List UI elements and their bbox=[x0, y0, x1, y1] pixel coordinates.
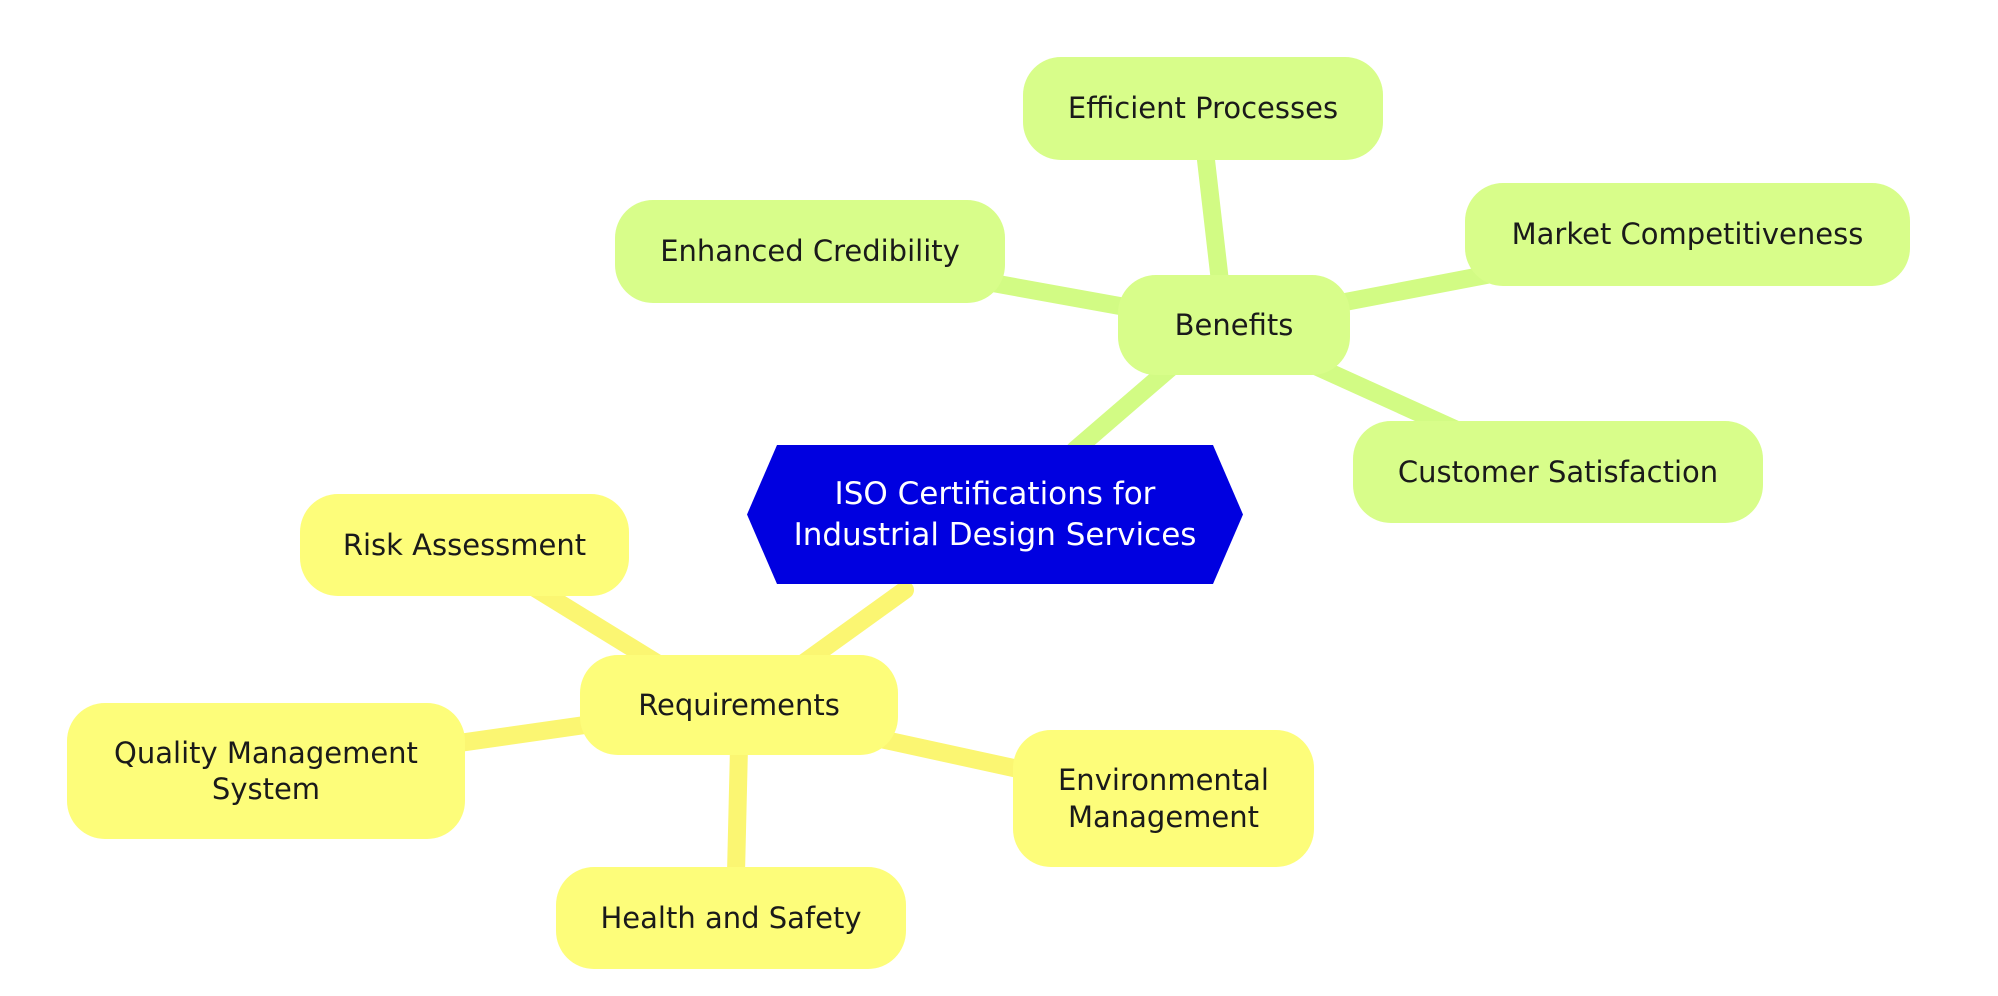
risk-assessment-label: Risk Assessment bbox=[342, 527, 587, 562]
market-competitiveness-node: Market Competitiveness bbox=[1465, 183, 1910, 286]
environmental-management-node: Environmental Management bbox=[1013, 730, 1314, 867]
hexagon-shape bbox=[747, 445, 1243, 584]
hexagon-fill bbox=[747, 445, 1243, 584]
efficient-processes-label: Efficient Processes bbox=[1067, 91, 1339, 126]
customer-satisfaction-label: Customer Satisfaction bbox=[1397, 454, 1719, 489]
environmental-management-label: Environmental Management bbox=[1057, 763, 1269, 834]
benefits-label: Benefits bbox=[1174, 307, 1294, 342]
health-and-safety-node: Health and Safety bbox=[556, 867, 906, 969]
efficient-processes-node: Efficient Processes bbox=[1023, 57, 1383, 160]
health-and-safety-label: Health and Safety bbox=[600, 900, 862, 935]
customer-satisfaction-node: Customer Satisfaction bbox=[1353, 421, 1763, 523]
enhanced-credibility-label: Enhanced Credibility bbox=[660, 234, 960, 269]
enhanced-credibility-node: Enhanced Credibility bbox=[615, 200, 1005, 303]
quality-management-system-node: Quality Management System bbox=[67, 703, 465, 839]
central-topic-label: ISO Certifications for Industrial Design… bbox=[793, 476, 1197, 553]
central-topic: ISO Certifications for Industrial Design… bbox=[747, 445, 1243, 584]
quality-management-system-label: Quality Management System bbox=[114, 735, 418, 806]
requirements-node: Requirements bbox=[580, 655, 898, 755]
market-competitiveness-label: Market Competitiveness bbox=[1511, 217, 1864, 252]
requirements-label: Requirements bbox=[638, 687, 840, 722]
benefits-node: Benefits bbox=[1118, 275, 1350, 375]
risk-assessment-node: Risk Assessment bbox=[300, 494, 629, 596]
